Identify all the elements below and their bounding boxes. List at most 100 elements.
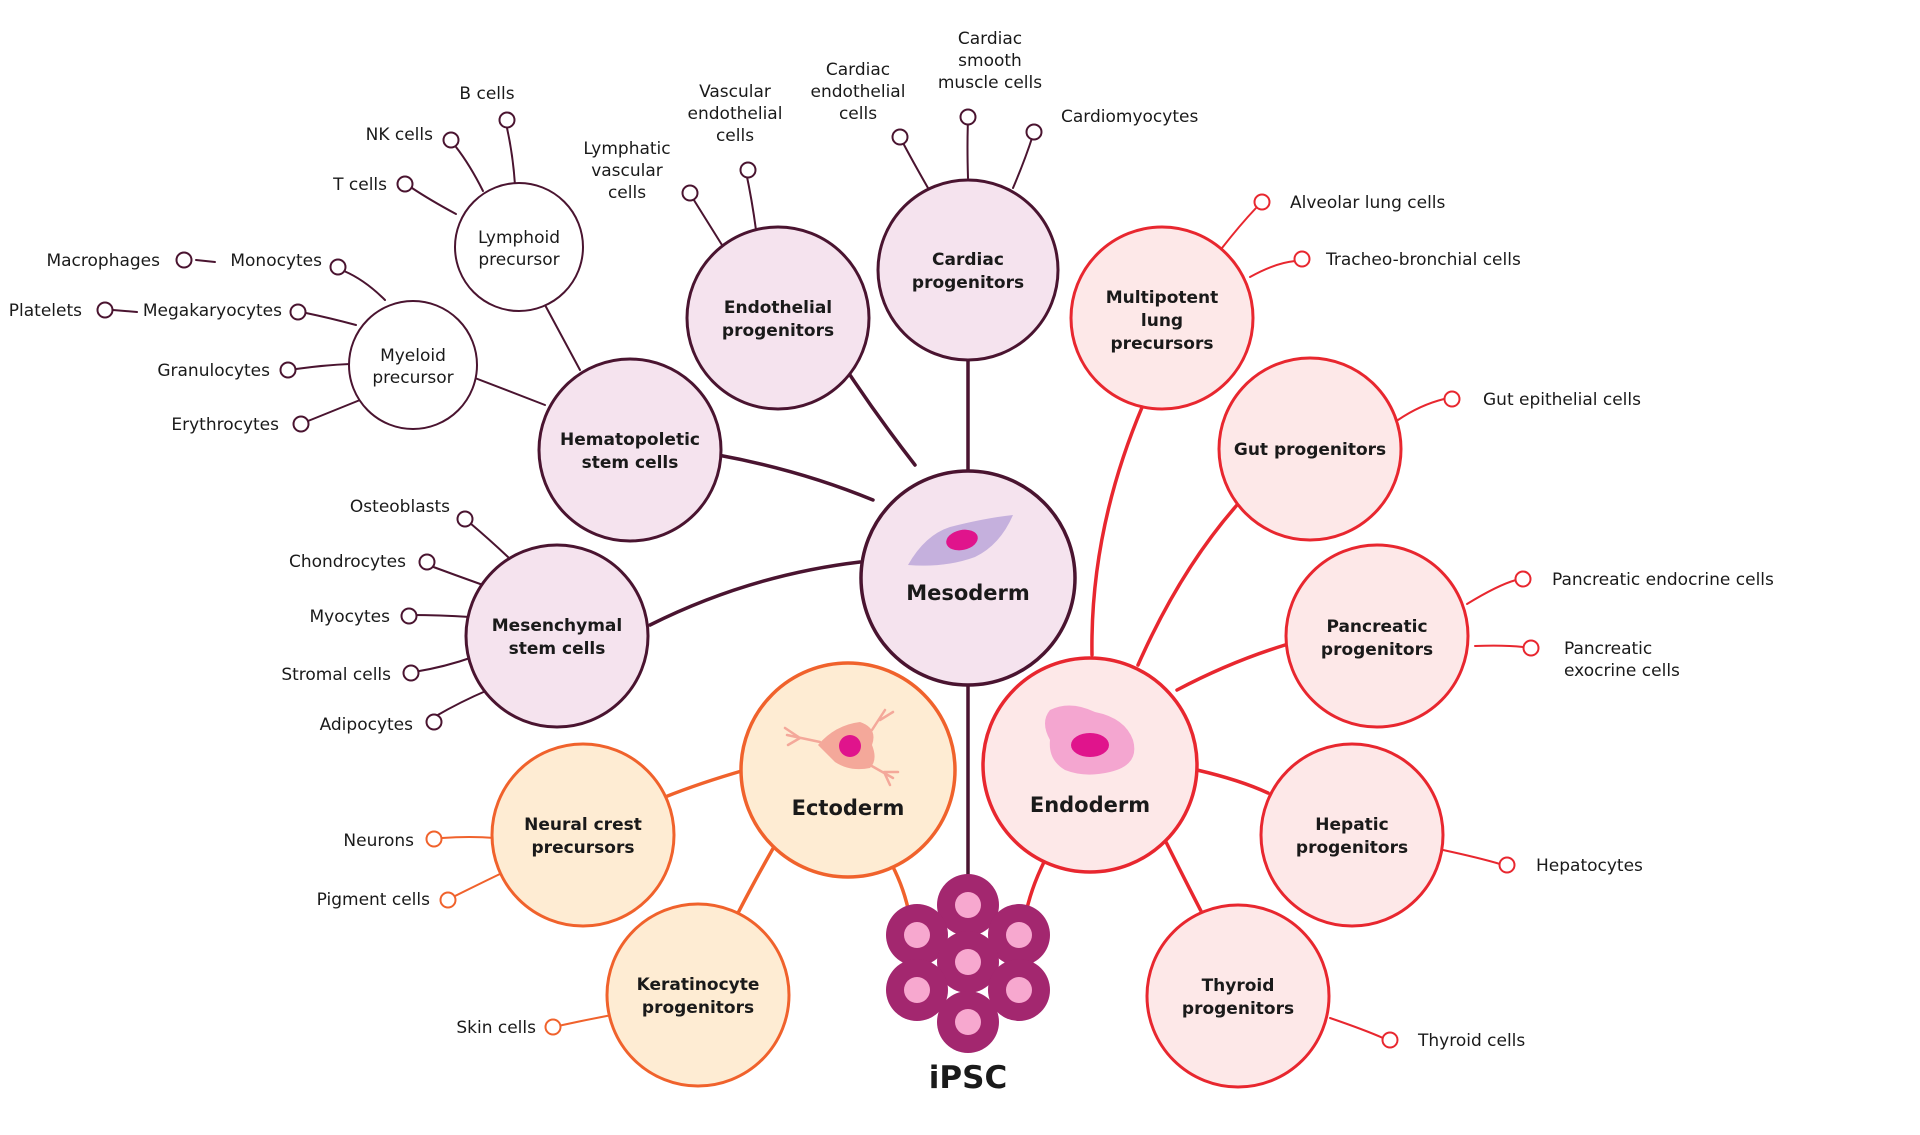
connector-myeloid-granulocytes [295, 363, 351, 370]
platelets-label: Platelets [9, 301, 82, 321]
connector-monocytes-macrophages [195, 259, 216, 263]
vascular-label-3: cells [716, 126, 754, 146]
keratinocyte-label: Keratinocyte [637, 975, 760, 995]
connector-mesenchymal-stromal [413, 656, 474, 673]
lung-precursors-circle [1069, 225, 1255, 411]
endothelial-label-2: progenitors [722, 321, 834, 341]
terminal-granulocytes [279, 361, 297, 379]
connector-hematopoietic-lymphoid [544, 304, 581, 371]
cardiac-endo-label: Cardiac [826, 60, 890, 80]
lymphoid-label-2: precursor [478, 250, 559, 270]
myeloid-label-2: precursor [372, 368, 453, 388]
monocytes-label: Monocytes [230, 251, 322, 271]
lymphatic-label: Lymphatic [583, 139, 670, 159]
lymphatic-label-2: vascular [591, 161, 663, 181]
cardiac-smooth-label-2: smooth [958, 51, 1022, 71]
connector-mesoderm-mesenchymal [648, 560, 862, 627]
connector-cardiac-endo [901, 140, 929, 189]
ectoderm-circle [739, 661, 957, 879]
cardiac-endo-label-2: endothelial [811, 82, 906, 102]
lung-label: Multipotent [1106, 288, 1219, 308]
hepatocytes-label: Hepatocytes [1536, 856, 1643, 876]
thyroid-cells-label: Thyroid cells [1417, 1031, 1525, 1051]
mesoderm-circle [859, 469, 1077, 687]
terminal-neurons [425, 830, 443, 848]
cardiac-smooth-label-3: muscle cells [938, 73, 1042, 93]
skin-label: Skin cells [456, 1018, 536, 1038]
terminal-platelets [96, 301, 114, 319]
connector-lymphoid-nkcells [455, 146, 484, 192]
terminal-adipocytes [425, 713, 443, 731]
keratinocyte-label-2: progenitors [642, 998, 754, 1018]
terminal-macrophages [175, 251, 193, 269]
terminal-chondrocytes [418, 553, 436, 571]
thyroid-progenitors-circle [1145, 903, 1331, 1089]
connector-endothelial-vascular [745, 171, 757, 231]
lung-label-2: lung [1141, 311, 1183, 331]
mesoderm-cell-icon [908, 515, 1013, 566]
connector-mesoderm-endothelial [848, 373, 917, 467]
connector-cardiac-cardiomyocytes [1012, 134, 1034, 189]
myeloid-circle [348, 300, 478, 430]
pigment-label: Pigment cells [317, 890, 431, 910]
hematopoietic-label-2: stem cells [582, 453, 679, 473]
gut-label: Gut progenitors [1234, 440, 1386, 460]
neural-crest-label: Neural crest [524, 815, 642, 835]
terminal-t-cells [396, 175, 414, 193]
macrophages-label: Macrophages [46, 251, 160, 271]
cardiac-label: Cardiac [932, 250, 1004, 270]
connector-thyroid-thyroidcells [1329, 1017, 1384, 1039]
t-cells-label: T cells [332, 175, 387, 195]
cardiac-endo-label-3: cells [839, 104, 877, 124]
alveolar-label: Alveolar lung cells [1290, 193, 1446, 213]
terminal-pancreatic-exocrine [1522, 639, 1540, 657]
connector-ectoderm-neuralcrest [663, 768, 747, 799]
gut-epithelial-label: Gut epithelial cells [1483, 390, 1641, 410]
lymphoid-circle [454, 182, 584, 312]
connector-pancreatic-exocrine [1474, 644, 1524, 648]
terminal-myocytes [400, 607, 418, 625]
chondrocytes-label: Chondrocytes [289, 552, 406, 572]
ipsc-label: iPSC [929, 1060, 1007, 1096]
pancreatic-label-2: progenitors [1321, 640, 1433, 660]
cardiac-label-2: progenitors [912, 273, 1024, 293]
connector-mesenchymal-chondrocytes [427, 564, 484, 586]
terminal-skin [544, 1018, 562, 1036]
thyroid-label: Thyroid [1202, 976, 1275, 996]
terminal-lymphatic [681, 184, 699, 202]
connector-mesenchymal-osteoblasts [469, 522, 509, 558]
lung-label-3: precursors [1111, 334, 1214, 354]
b-cells-label: B cells [459, 84, 514, 104]
hepatic-label-2: progenitors [1296, 838, 1408, 858]
connector-ectoderm-keratinocyte [736, 843, 777, 915]
nk-cells-label: NK cells [366, 125, 434, 145]
hepatic-progenitors-circle [1259, 742, 1445, 928]
tracheo-label: Tracheo-bronchial cells [1325, 250, 1521, 270]
endoderm-cell-icon [1045, 705, 1135, 775]
terminal-cardiac-endo [891, 128, 909, 146]
connector-myeloid-erythrocytes [307, 399, 361, 422]
terminal-vascular [739, 161, 757, 179]
stromal-label: Stromal cells [281, 665, 391, 685]
terminal-cardiac-smooth [959, 108, 977, 126]
terminal-erythrocytes [292, 415, 310, 433]
terminal-osteoblasts [456, 510, 474, 528]
connector-mesenchymal-myocytes [409, 614, 471, 618]
neural-crest-label-2: precursors [532, 838, 635, 858]
terminal-gut-epithelial [1443, 390, 1461, 408]
pancreatic-exocrine-label: Pancreatic [1564, 639, 1652, 659]
cardiomyocytes-label: Cardiomyocytes [1061, 107, 1198, 127]
endothelial-progenitors-circle [685, 225, 871, 411]
connector-lymphoid-bcells [506, 127, 516, 186]
terminal-thyroid-cells [1381, 1031, 1399, 1049]
pancreatic-endocrine-label: Pancreatic endocrine cells [1552, 570, 1774, 590]
connector-lung-tracheo [1249, 260, 1296, 278]
granulocytes-label: Granulocytes [157, 361, 270, 381]
pancreatic-progenitors-circle [1284, 543, 1470, 729]
vascular-label: Vascular [699, 82, 771, 102]
erythrocytes-label: Erythrocytes [171, 415, 279, 435]
gut-progenitors-circle [1217, 356, 1403, 542]
connector-hepatic-hepatocytes [1442, 849, 1501, 865]
cardiac-smooth-label: Cardiac [958, 29, 1022, 49]
